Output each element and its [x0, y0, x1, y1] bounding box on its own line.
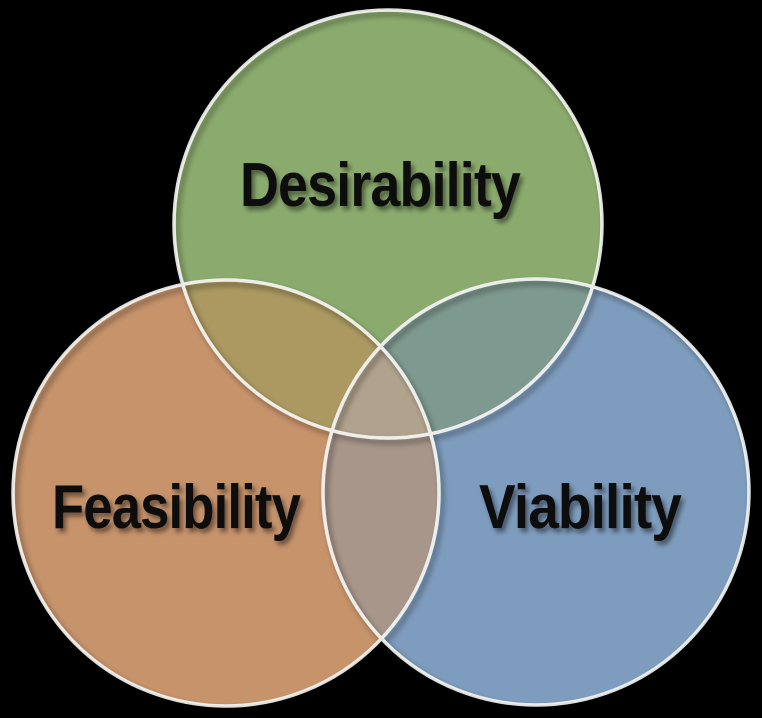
viability-outline	[321, 277, 751, 707]
overlap-desirability-feasibility	[174, 280, 439, 438]
viability-label: Viability	[479, 473, 682, 542]
overlap-desirability-viability	[323, 279, 602, 438]
desirability-label: Desirability	[240, 151, 521, 220]
feasibility-outline	[11, 278, 441, 708]
feasibility-label: Feasibility	[52, 473, 301, 542]
desirability-outline	[172, 8, 604, 440]
